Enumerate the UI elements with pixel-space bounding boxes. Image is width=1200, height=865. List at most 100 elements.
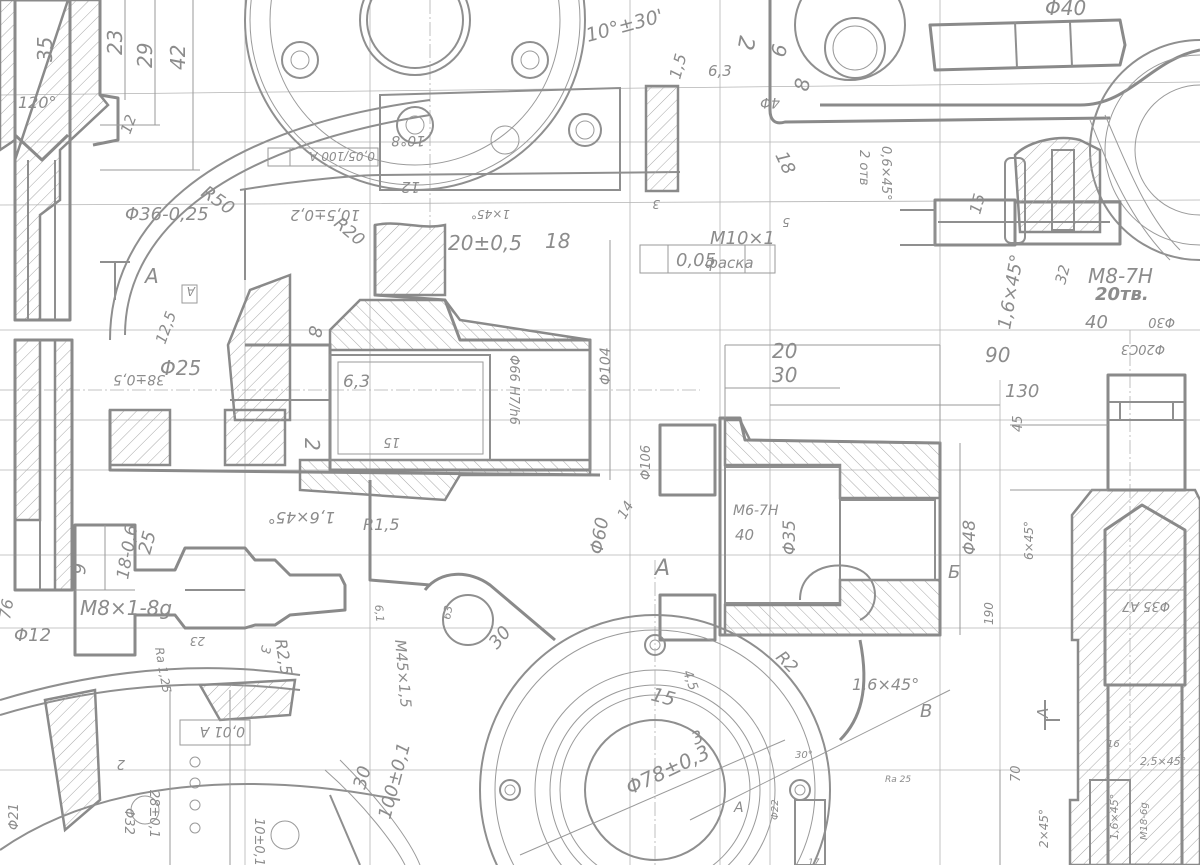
dia-20c3: Φ20C3 xyxy=(1121,341,1165,356)
roughness-6-3: 6,3 xyxy=(708,62,732,80)
thread-m18: M18-6g xyxy=(1139,802,1150,840)
stepped-sleeve-section xyxy=(658,344,1000,642)
dim-30-sleeve: 30 xyxy=(772,363,797,387)
section-label-a: A xyxy=(143,264,159,288)
dia-36: Φ36-0,25 xyxy=(125,204,209,225)
shaft-section-top-left xyxy=(0,0,200,592)
dim-6-1: 6,1 xyxy=(372,604,386,623)
dia-30: Φ30 xyxy=(1148,314,1175,329)
section-label-b: Б xyxy=(948,562,960,583)
dim-42: 42 xyxy=(166,45,190,70)
dim-45-cylinder: 45 xyxy=(1011,415,1026,432)
dim-23-pin: 23 xyxy=(190,634,205,648)
dim-3-pin: 3 xyxy=(257,644,273,655)
thread-m6-7h: M6-7H xyxy=(733,503,779,519)
thread-m45: M45×1,5 xyxy=(391,639,415,709)
chamfer-6x45: 6×45° xyxy=(1022,521,1036,560)
dim-10-0-1: 10±0,1 xyxy=(251,818,266,865)
dim-15-top-right: 15 xyxy=(966,191,990,216)
dim-2-gear: 2 xyxy=(117,756,125,771)
radius-1-5: R1,5 xyxy=(363,515,400,534)
dim-90: 90 xyxy=(985,343,1010,367)
dim-18: 18 xyxy=(770,148,799,178)
dim-190: 190 xyxy=(982,602,996,625)
geometric-tolerance-frame xyxy=(267,147,379,167)
dim-8: 8 xyxy=(789,76,815,93)
thread-m8-7h: M8-7H xyxy=(1088,264,1153,288)
flange-view-bottom xyxy=(423,572,1001,865)
thread-m8x1: M8×1-8g xyxy=(80,596,172,620)
section-label-a-cylinder: A xyxy=(1034,708,1052,719)
section-label-a-sleeve: A xyxy=(653,556,670,581)
dim-12b: 12 xyxy=(401,178,420,196)
tolerance-frame-m10 xyxy=(639,244,776,274)
chamfer-1-6-flange: 1,6×45° xyxy=(852,675,919,694)
dim-2-middle: 2 xyxy=(300,438,324,451)
dim-1-5: 1,5 xyxy=(666,52,691,82)
chamfer-note: фаска xyxy=(705,254,754,272)
dim-14: 14 xyxy=(615,499,638,522)
dim-5: 5 xyxy=(782,215,790,229)
thread-m10x1: M10×1 xyxy=(710,228,775,249)
chamfer-2-5x45: 2,5×45° xyxy=(1140,755,1186,768)
dim-17: 17 xyxy=(808,858,820,865)
dim-32: 32 xyxy=(1051,263,1073,286)
dia-66-fit: Φ66 H7/h6 xyxy=(506,355,521,425)
dia-48: Φ48 xyxy=(960,520,980,555)
chamfer-1-6-vertical: 1,6×45° xyxy=(994,253,1028,331)
angle-10-30: 10°±30' xyxy=(584,5,666,47)
dim-15-flange: 15 xyxy=(649,684,678,712)
dia-106: Φ106 xyxy=(639,445,654,480)
dim-9: 9 xyxy=(69,562,91,575)
dia-40: Φ40 xyxy=(1045,0,1086,20)
cylinder-section-right xyxy=(1010,373,1200,865)
chamfer-2x45: 2×45° xyxy=(1037,809,1051,848)
roughness-12-5: 12,5 xyxy=(152,309,180,347)
radius-2: R2 xyxy=(771,647,801,677)
dia-32: Φ32 xyxy=(121,808,136,835)
block-section xyxy=(644,84,680,193)
dia-25: Φ25 xyxy=(160,356,201,380)
tolerance-value: 0,05/100 A xyxy=(309,149,375,163)
flange-view-top xyxy=(239,0,681,280)
dia-21: Φ21 xyxy=(7,803,22,830)
holes-2: 2 отв xyxy=(856,150,871,186)
chamfer-0-6: 0,6×45° xyxy=(878,146,893,201)
dim-76: 76 xyxy=(0,597,17,620)
dim-6: 6 xyxy=(766,42,792,59)
dim-100-0-1: 100±0,1 xyxy=(375,740,415,821)
tolerance-0-01: 0,01 A xyxy=(200,723,245,739)
dim-70: 70 xyxy=(1009,765,1024,782)
gear-segment-bottom-left xyxy=(0,667,421,865)
tolerance-0-05: 0,05 xyxy=(676,250,716,271)
dim-10-5: 10,5±0,2 xyxy=(290,206,360,224)
tolerance-38: 38±0,5 xyxy=(113,371,165,387)
dim-15-middle: 15 xyxy=(383,434,400,449)
chamfer-1-6x45-cylinder: 1,6×45° xyxy=(1108,794,1121,840)
dia-35: Φ35 xyxy=(780,520,800,555)
dim-29: 29 xyxy=(133,43,157,68)
dim-30-gear: 30 xyxy=(350,764,376,792)
dim-28: 28±0,1 xyxy=(146,790,161,838)
angle-30: 30° xyxy=(795,750,813,761)
dim-4-5: 4,5 xyxy=(679,668,700,693)
datum-box-a: A xyxy=(187,284,196,298)
dim-8-middle: 8 xyxy=(303,324,326,339)
dim-25: 25 xyxy=(135,529,161,557)
dim-20-sleeve: 20 xyxy=(772,339,797,363)
dia-22: Φ22 xyxy=(770,799,781,820)
dia-12: Φ12 xyxy=(14,625,51,646)
dia-60: Φ60 xyxy=(586,516,613,556)
angle-120: 120° xyxy=(18,93,57,112)
holes-20: 20тв. xyxy=(1095,284,1149,305)
dim-12: 12 xyxy=(117,112,140,136)
section-marker-a xyxy=(100,261,198,304)
angle-10-8: 10°8 xyxy=(391,132,425,148)
chamfer-1-6-pin: 1,6×45° xyxy=(268,508,335,527)
dim-40-sleeve: 40 xyxy=(735,526,754,544)
dia-104: Φ104 xyxy=(598,347,614,385)
dim-20-0-5: 20±0,5 xyxy=(448,231,522,255)
threaded-pin xyxy=(73,523,347,657)
